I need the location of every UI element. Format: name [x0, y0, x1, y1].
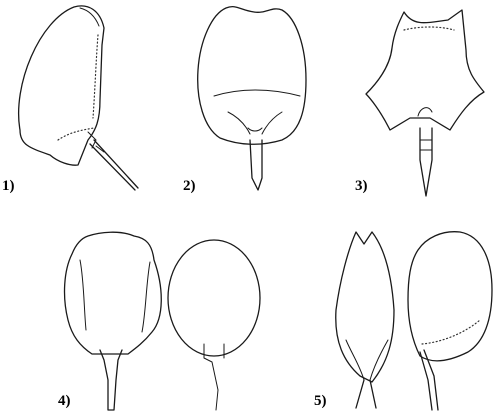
panel-3-drawing	[365, 9, 485, 197]
panel-label-4: 4)	[58, 393, 71, 409]
panel-label-5: 5)	[314, 393, 327, 409]
panel-2-drawing	[197, 6, 307, 191]
panel-label-3: 3)	[355, 178, 368, 194]
panel-label-2: 2)	[183, 178, 196, 194]
panel-4-right-drawing	[167, 239, 261, 411]
panel-5-left-drawing	[335, 231, 395, 409]
panel-label-1: 1)	[2, 178, 15, 194]
panel-4-left-drawing	[63, 231, 162, 411]
panel-5-right-drawing	[407, 231, 493, 411]
panel-1-drawing	[18, 5, 139, 191]
